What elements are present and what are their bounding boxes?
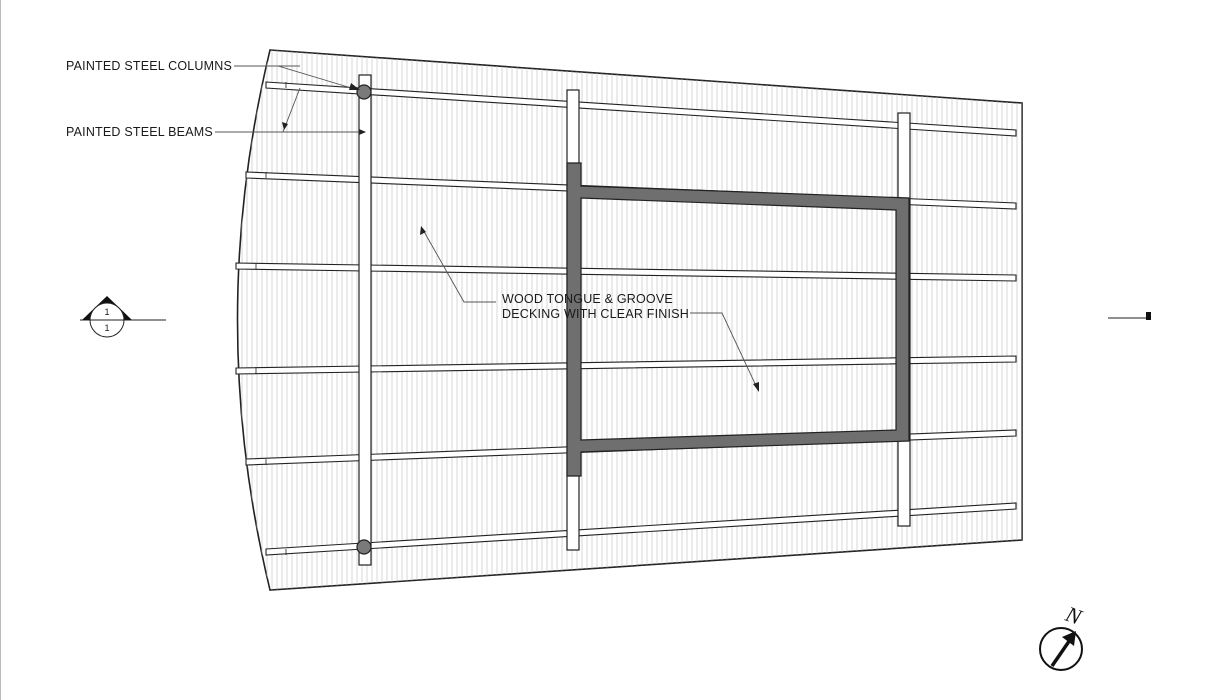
steel-girder: [358, 74, 372, 566]
leader-arrowheads: [282, 83, 759, 392]
north-letter: N: [1061, 601, 1086, 630]
section-cut-end: [1108, 312, 1151, 320]
decking-note-line2: DECKING WITH CLEAR FINISH: [502, 307, 689, 321]
steel-beam: [265, 81, 1017, 137]
decking-hatch: [241, 50, 1022, 590]
beams-note: PAINTED STEEL BEAMS: [66, 125, 213, 139]
leader-lines: [215, 65, 759, 391]
steel-beam: [235, 355, 1017, 375]
section-number: 1: [104, 307, 109, 317]
opening-frame: [566, 162, 910, 477]
steel-beam: [265, 502, 1017, 556]
steel-beam: [235, 262, 1017, 282]
steel-column: [356, 84, 372, 100]
north-arrow: N: [1039, 601, 1086, 671]
columns-note: PAINTED STEEL COLUMNS: [66, 59, 232, 73]
decking-note-line1: WOOD TONGUE & GROOVE: [502, 292, 673, 306]
steel-column: [356, 539, 372, 555]
section-sheet: 1: [104, 323, 109, 333]
section-marker: 1 1: [80, 296, 166, 338]
